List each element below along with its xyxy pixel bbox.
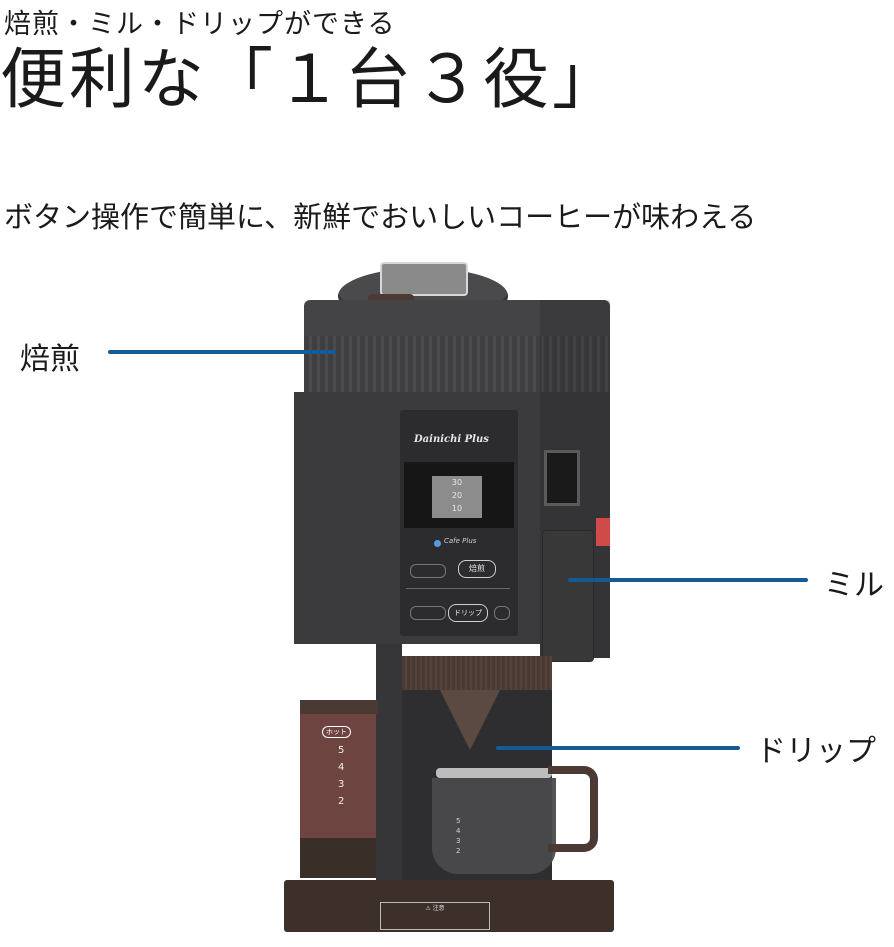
display-value: 20 <box>451 491 463 500</box>
display-value: 30 <box>451 478 463 487</box>
brand-logo: Dainichi Plus <box>414 434 489 445</box>
water-tank-top <box>300 700 378 714</box>
control-panel: Dainichi Plus 30 20 10 Cafe Plus 焙煎 ドリップ <box>400 410 518 636</box>
drip-funnel <box>440 690 500 750</box>
power-switch[interactable] <box>596 518 610 546</box>
carafe-handle <box>548 766 598 852</box>
mill-cover <box>542 530 594 662</box>
cafe-plus-indicator-icon <box>434 540 441 547</box>
bean-window <box>544 450 580 506</box>
tagline: ボタン操作で簡単に、新鮮でおいしいコーヒーが味わえる <box>4 200 757 234</box>
drip-ribbed-band <box>402 656 552 690</box>
roast-button[interactable]: 焙煎 <box>458 560 496 578</box>
roaster-side <box>540 300 610 392</box>
carafe-lid <box>436 768 552 778</box>
callout-line-mill <box>568 578 808 582</box>
callout-label-mill: ミル <box>824 568 884 603</box>
warning-icon: ⚠ <box>425 905 431 912</box>
display-value: 10 <box>451 504 463 513</box>
roast-level-button[interactable] <box>410 564 446 578</box>
mill-level-button[interactable] <box>410 606 446 620</box>
tank-base <box>300 838 376 878</box>
callout-line-drip <box>496 746 740 750</box>
roaster-ribbed-band <box>304 336 610 392</box>
lid-vent-cage <box>380 262 468 296</box>
callout-label-drip: ドリップ <box>756 734 876 769</box>
cancel-button[interactable] <box>494 606 510 620</box>
headline: 便利な「１台３役」 <box>0 41 621 118</box>
display-screen: 30 20 10 <box>432 476 482 518</box>
carafe-scale: 5 4 3 2 <box>456 817 461 855</box>
panel-divider <box>406 588 510 589</box>
display-window: 30 20 10 <box>404 462 514 528</box>
warning-label: ⚠ 注意 <box>380 902 490 930</box>
sub-brand: Cafe Plus <box>444 537 477 545</box>
callout-line-roast <box>108 350 336 354</box>
tank-label: ホット <box>322 726 351 738</box>
carafe: 5 4 3 2 <box>432 778 556 874</box>
tank-scale: 5 4 3 2 <box>338 745 345 807</box>
support-column <box>376 644 402 884</box>
callout-label-roast: 焙煎 <box>20 342 80 377</box>
drip-button[interactable]: ドリップ <box>448 604 488 622</box>
base-plate <box>284 880 614 932</box>
subtitle: 焙煎・ミル・ドリップができる <box>4 9 396 40</box>
water-tank: ホット 5 4 3 2 <box>300 714 376 838</box>
